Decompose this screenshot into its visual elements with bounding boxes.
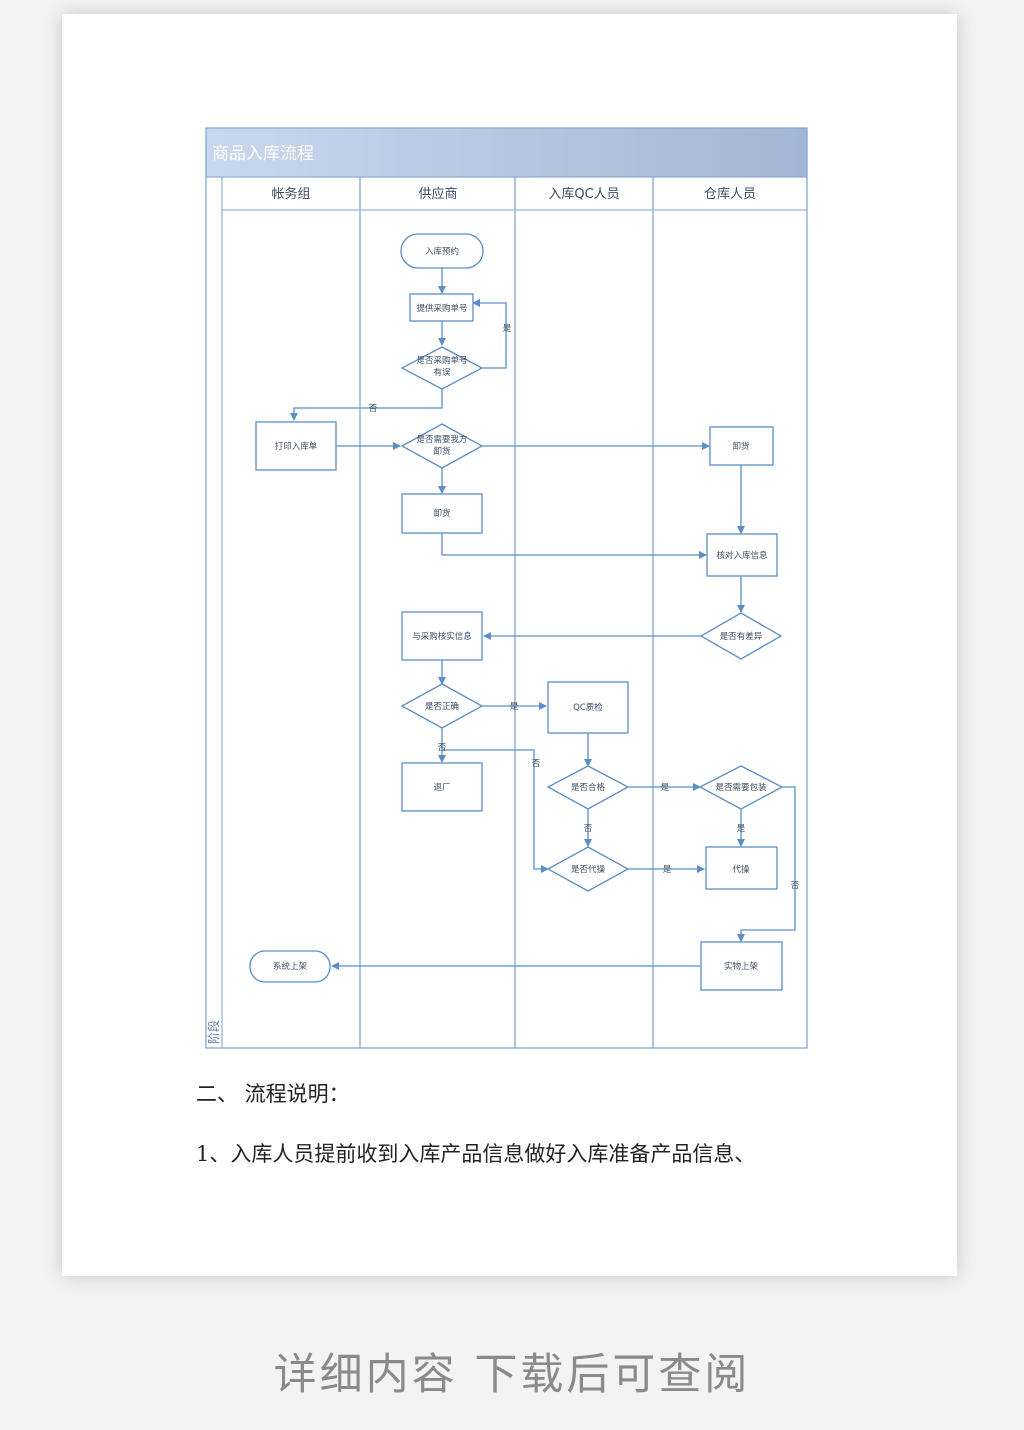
edge-label-yes: 是	[510, 702, 519, 712]
node-verify-info	[706, 533, 778, 577]
section-heading: 二、 流程说明：	[196, 1082, 350, 1106]
document-page: 商品入库流程 阶段 帐务组 供应商 入库QC人员 仓库人员	[62, 14, 957, 1276]
download-prompt-text: 详细内容 下载后可查阅	[273, 1350, 751, 1400]
edge-label-no: 否	[369, 404, 378, 414]
label-return-factory: 退厂	[433, 782, 450, 793]
label-packaging: 是否需要包装	[715, 782, 767, 793]
node-packaging-decision	[698, 765, 784, 810]
label-provide-po: 提供采购单号	[416, 303, 467, 314]
paragraph-text: 1、入库人员提前收到入库产品信息做好入库准备产品信息、	[196, 1142, 756, 1166]
edge-label-no: 否	[584, 824, 593, 834]
label-supplier-unload: 卸货	[433, 508, 451, 519]
edge-supplier-unload-to-verify	[441, 533, 707, 559]
node-difference-decision	[699, 612, 783, 660]
node-physical-shelving	[700, 941, 783, 991]
flowchart-diagram: 商品入库流程 阶段 帐务组 供应商 入库QC人员 仓库人员	[205, 127, 808, 1049]
label-verify-info: 核对入库信息	[716, 550, 768, 561]
label-processing: 代操	[732, 864, 750, 875]
node-supplier-unload	[401, 493, 483, 534]
edge-error-yes-loop	[472, 299, 507, 369]
edge-label-no: 否	[438, 743, 447, 753]
label-po-error-1: 是否采购单号	[416, 355, 467, 366]
edge-label-yes: 是	[661, 783, 670, 793]
label-qc-check: QC质检	[573, 702, 603, 713]
label-print-receipt: 打印入库单	[275, 441, 318, 452]
phase-label: 阶段	[206, 1020, 221, 1044]
label-processing-decision: 是否代操	[571, 864, 606, 875]
lane-header-qc: 入库QC人员	[548, 186, 619, 202]
label-qualified: 是否合格	[571, 782, 606, 793]
label-difference: 是否有差异	[720, 631, 763, 642]
node-check-with-purchase	[401, 611, 483, 661]
label-start: 入库预约	[425, 246, 459, 257]
edge-correct-no-to-processing-check	[442, 749, 549, 873]
node-processing	[705, 846, 778, 890]
label-physical-shelving: 实物上架	[724, 961, 759, 972]
diagram-title-bar	[205, 127, 808, 178]
label-correct: 是否正确	[425, 701, 459, 712]
label-check-with-purchase: 与采购核实信息	[412, 631, 472, 642]
node-po-error-decision	[400, 346, 484, 390]
label-need-unload-1: 是否需要我方	[416, 434, 467, 445]
edge-label-yes: 是	[737, 824, 746, 834]
diagram-frame	[205, 127, 808, 1049]
edge-label-yes: 是	[503, 324, 512, 334]
node-qualified-decision	[546, 765, 630, 810]
node-return-factory	[401, 762, 483, 812]
label-warehouse-unload: 卸货	[732, 441, 750, 452]
node-system-shelving-terminal	[249, 950, 331, 983]
edge-label-yes: 是	[663, 865, 672, 875]
label-po-error-2: 有误	[433, 367, 451, 378]
node-correct-decision	[400, 683, 484, 729]
label-need-unload-2: 卸货	[433, 446, 451, 457]
node-qc-check	[547, 681, 629, 734]
node-print-receipt	[255, 421, 337, 471]
lane-header-finance: 帐务组	[271, 186, 310, 202]
edge-label-no: 否	[532, 759, 541, 769]
node-provide-po	[409, 293, 474, 322]
edge-packaging-no-to-shelving	[737, 786, 796, 942]
lane-header-warehouse: 仓库人员	[704, 186, 756, 202]
node-warehouse-unload	[709, 426, 774, 466]
label-system-shelving: 系统上架	[273, 961, 308, 972]
node-start-terminal	[400, 233, 484, 269]
edge-label-no: 否	[791, 881, 800, 891]
node-need-unload-decision	[400, 423, 484, 469]
node-processing-decision	[546, 846, 630, 892]
lane-header-supplier: 供应商	[418, 186, 457, 202]
edge-error-no-to-print	[290, 389, 443, 421]
diagram-title: 商品入库流程	[212, 144, 314, 164]
